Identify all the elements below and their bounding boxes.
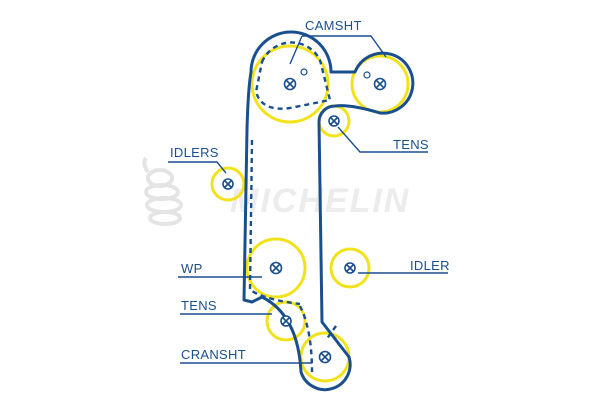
hub-icon <box>318 350 332 364</box>
tensioner-bottom-pulley <box>265 300 307 342</box>
timing-mark-dot <box>300 68 308 76</box>
label-tens-bottom: TENS <box>181 298 217 313</box>
labels: CAMSHT IDLERS TENS WP IDLER TENS CRANSHT <box>170 18 450 362</box>
pulley-hubs <box>222 77 387 364</box>
leader-camshaft-right <box>302 35 387 58</box>
label-idlers: IDLERS <box>170 145 219 160</box>
hub-icon <box>269 261 283 275</box>
hub-icon <box>344 262 356 274</box>
hub-icon <box>373 77 387 91</box>
camshaft-pulley-left <box>250 44 330 124</box>
hub-icon <box>222 178 234 190</box>
label-camshaft: CAMSHT <box>305 18 362 33</box>
michelin-man-icon <box>142 156 183 226</box>
timing-mark-dot <box>363 71 371 79</box>
label-cranksht: CRANSHT <box>181 347 246 362</box>
label-idler: IDLER <box>410 258 450 273</box>
leader-camshaft-left <box>289 35 303 65</box>
hub-icon <box>283 77 297 91</box>
leader-idlers <box>168 161 227 174</box>
hub-icon <box>328 115 340 127</box>
label-wp: WP <box>181 261 203 276</box>
idler-right-pulley <box>329 247 371 289</box>
michelin-watermark: MICHELIN <box>142 156 408 226</box>
timing-belt-dashed <box>248 41 337 373</box>
timing-marks <box>300 68 371 79</box>
idler-left-pulley <box>210 166 246 202</box>
label-tens-top: TENS <box>393 137 429 152</box>
water-pump-pulley <box>245 237 307 299</box>
hub-icon <box>280 315 292 327</box>
timing-belt <box>242 30 415 392</box>
leader-tens-top <box>337 126 428 153</box>
leader-lines <box>168 35 448 364</box>
